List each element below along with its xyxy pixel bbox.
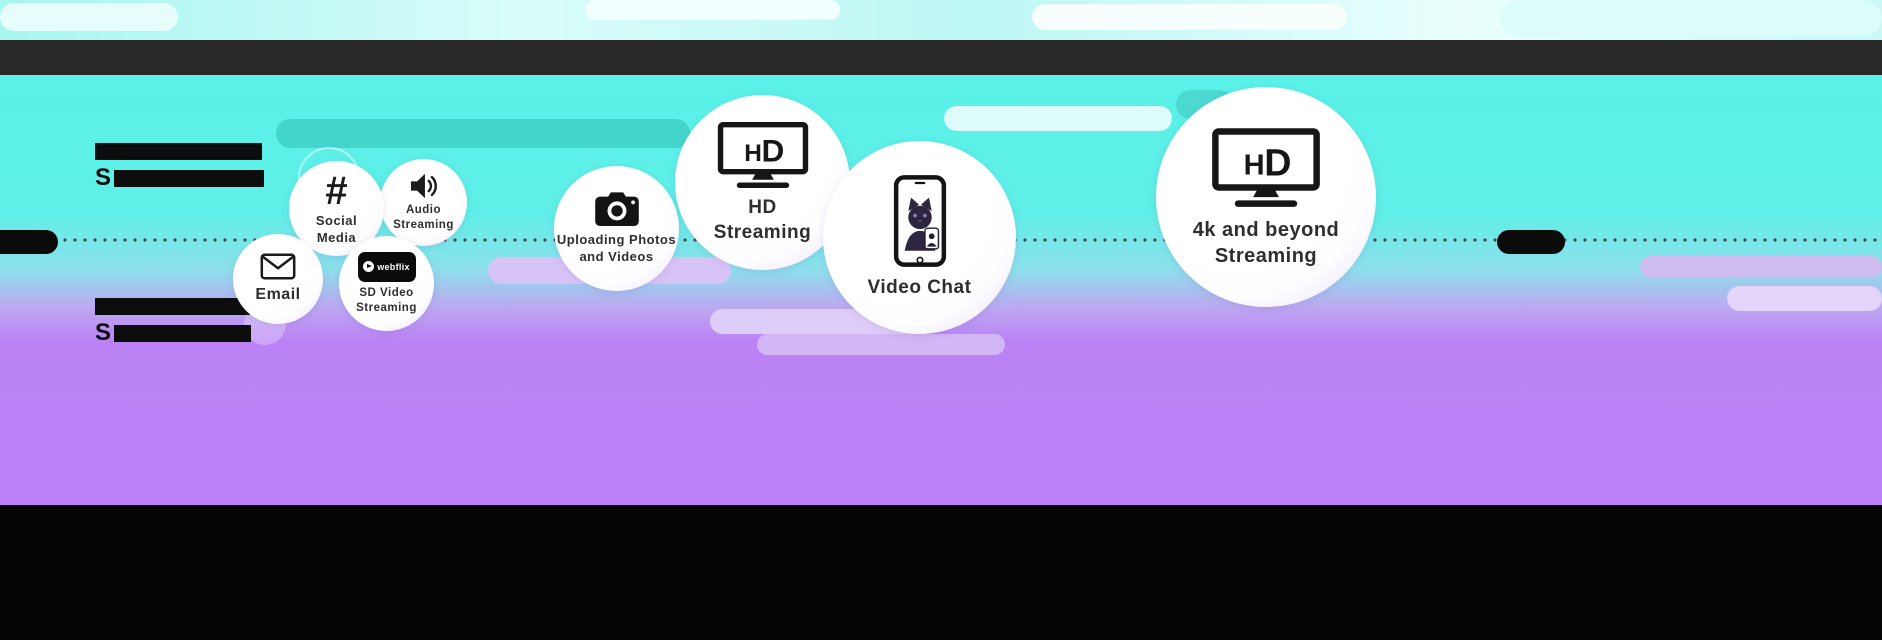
tv-letter-d: D (1264, 141, 1291, 183)
decor-pill (585, 0, 840, 20)
label-line: and Videos (579, 249, 654, 264)
tv-letter-h: H (1244, 149, 1265, 181)
decor-pill-white (944, 106, 1172, 131)
bubble-sd-video-streaming: webflix SD Video Streaming (339, 236, 434, 331)
bubble-social-media: # Social Media (289, 161, 384, 256)
label-line: Media (316, 229, 357, 245)
bubble-label: Uploading Photos and Videos (557, 232, 676, 266)
bubble-email: Email (233, 234, 323, 324)
uhd-tv-icon: H D (1212, 127, 1320, 207)
decor-pill-teal (276, 119, 690, 148)
top-strip (0, 0, 1882, 40)
footer-black-bar (0, 505, 1882, 640)
label-line: Streaming (1214, 244, 1318, 267)
hd-tv-icon: H D (717, 121, 808, 188)
bubble-hd-streaming: H D HD Streaming (675, 95, 850, 270)
smartphone-video-call-icon (893, 175, 946, 268)
heading-letter: S (95, 319, 112, 346)
speed-heading-1: S (95, 143, 265, 191)
bubble-label: Social Media (316, 213, 357, 247)
redacted-text-bar (114, 169, 265, 187)
label-line: Streaming (713, 221, 812, 243)
line-endcap-right (1497, 230, 1565, 254)
redacted-text-bar (114, 324, 252, 342)
bubble-label: 4k and beyond Streaming (1193, 217, 1340, 269)
speed-heading-2: S (95, 298, 252, 346)
label-line: Audio (405, 204, 442, 217)
bubble-uploading-photos: Uploading Photos and Videos (554, 166, 679, 291)
redacted-text-bar (95, 298, 250, 315)
webflix-logo-text: webflix (377, 261, 410, 272)
camera-icon (594, 192, 639, 227)
decor-pill-lavender (1640, 256, 1882, 278)
hashtag-icon: # (325, 168, 348, 213)
webflix-logo: webflix (357, 251, 416, 282)
heading-letter: S (95, 164, 112, 191)
tv-letter-d: D (761, 133, 784, 169)
label-line: HD (748, 196, 777, 218)
decor-pill (0, 3, 178, 31)
play-icon (363, 261, 375, 273)
bubble-4k-streaming: H D 4k and beyond Streaming (1156, 87, 1376, 307)
decor-pill (1500, 0, 1882, 36)
bubble-label: Email (255, 285, 300, 306)
label-line: Streaming (393, 219, 454, 231)
redacted-text-bar (95, 143, 262, 160)
bubble-label: SD Video Streaming (356, 286, 417, 316)
speaker-icon (410, 173, 437, 199)
bubble-video-chat: Video Chat (823, 141, 1016, 334)
label-line: SD Video (359, 286, 414, 299)
decor-pill-lavender (757, 334, 1005, 355)
label-line: Uploading Photos (556, 232, 677, 248)
dark-ribbon-bar (0, 40, 1882, 75)
line-endcap-left (0, 230, 58, 254)
label-line: Streaming (356, 301, 417, 314)
decor-pill-lavender (1727, 286, 1882, 311)
label-line: Video Chat (867, 277, 972, 299)
decor-pill (1032, 4, 1347, 30)
label-line: 4k and beyond (1192, 218, 1340, 241)
bubble-label: Video Chat (868, 276, 972, 301)
bubble-label: HD Streaming (714, 196, 811, 245)
tv-letter-h: H (744, 140, 762, 167)
bubble-label: Audio Streaming (393, 203, 454, 233)
bubble-audio-streaming: Audio Streaming (380, 159, 467, 246)
label-line: Email (255, 285, 301, 303)
envelope-icon (260, 253, 296, 280)
label-line: Social (315, 212, 358, 228)
